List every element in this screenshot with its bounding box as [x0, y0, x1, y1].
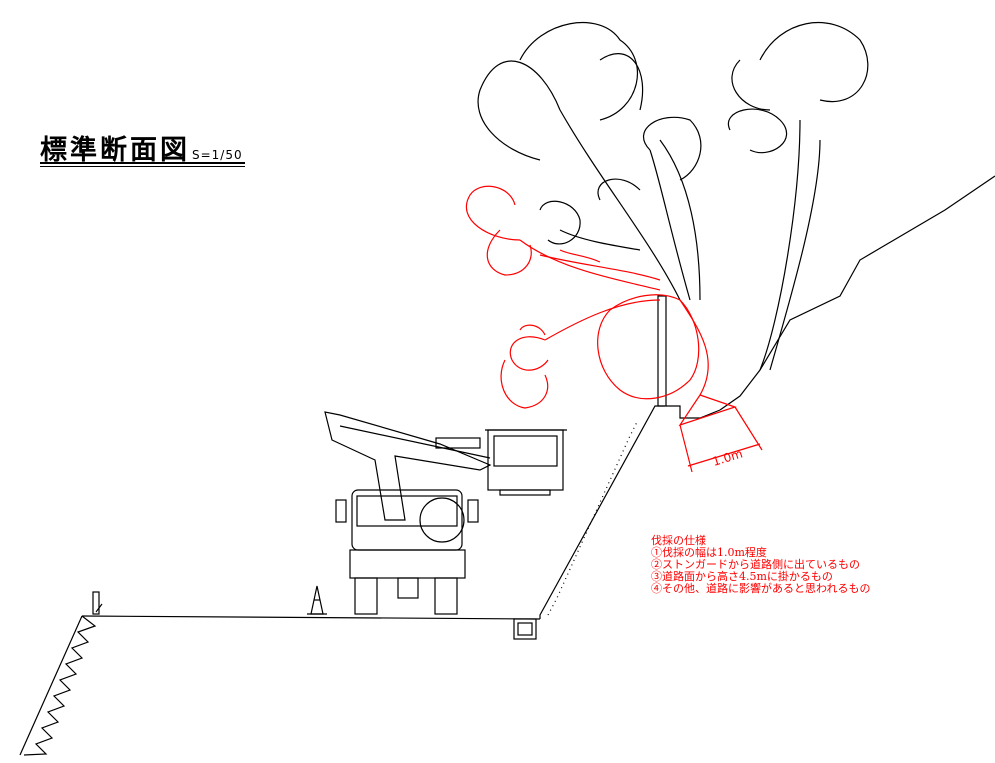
dimension-line-right	[734, 406, 763, 451]
title-underline-thin	[40, 166, 245, 167]
tree-icon	[477, 22, 869, 371]
felling-spec: 伐採の仕様 ①伐採の幅は1.0m程度 ②ストンガードから道路側に出ているもの ③…	[651, 535, 870, 595]
dimension-label: 1.0m	[711, 446, 745, 468]
guard-post	[92, 591, 100, 615]
title-main: 標準断面図	[40, 135, 190, 166]
road-surface	[81, 615, 541, 620]
slope-texture	[547, 419, 639, 616]
embankment-slope	[19, 591, 103, 756]
traffic-cone-icon	[307, 585, 327, 615]
felled-tree-icon	[465, 185, 763, 473]
retaining-slope	[539, 405, 665, 619]
side-ditch	[513, 618, 537, 640]
spec-heading: 伐採の仕様	[651, 534, 706, 547]
dimension-line	[687, 443, 761, 467]
title-underline	[40, 162, 245, 164]
mountain-slope	[719, 175, 995, 411]
title-scale: S=1/50	[192, 148, 243, 162]
spec-item-1: ①伐採の幅は1.0m程度	[651, 546, 767, 559]
spec-item-3: ③道路面から高さ4.5mに掛かるもの	[651, 570, 833, 583]
spec-item-2: ②ストンガードから道路側に出ているもの	[651, 558, 860, 571]
dimension-line-left	[679, 424, 693, 473]
stone-guard	[657, 295, 667, 407]
spec-item-4: ④その他、道路に影響があると思われるもの	[651, 582, 871, 595]
bucket-truck-icon	[324, 411, 567, 615]
